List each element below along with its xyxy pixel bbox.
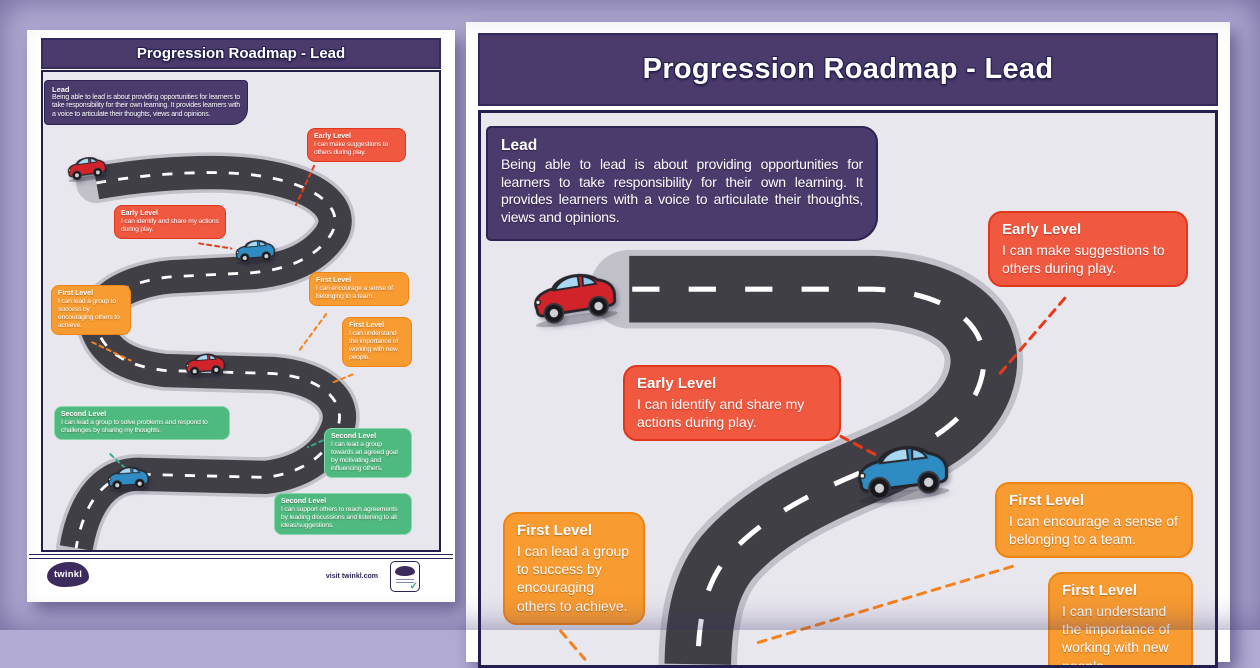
connector-line xyxy=(994,296,1067,380)
connector-line xyxy=(754,564,1014,645)
callout-level: Second Level xyxy=(331,433,377,440)
intro-heading: Lead xyxy=(501,137,538,154)
intro-body: Being able to lead is about providing op… xyxy=(501,156,863,225)
callout-text: I can lead a group to success by encoura… xyxy=(517,543,630,614)
blue-car-icon xyxy=(103,459,152,494)
footer-divider xyxy=(29,554,453,559)
callout-first-lead-group: First Level I can lead a group to succes… xyxy=(51,285,131,336)
connector-line xyxy=(294,164,316,207)
callout-text: I can identify and share my actions duri… xyxy=(121,218,219,234)
callout-early-suggestions: Early Level I can make suggestions to ot… xyxy=(988,211,1188,288)
blue-car-icon xyxy=(841,429,960,508)
connector-line xyxy=(559,629,587,661)
badge-text-lines xyxy=(396,579,414,585)
connector-line xyxy=(91,341,132,362)
callout-text: I can lead a group towards an agreed goa… xyxy=(331,441,398,473)
callout-first-belonging: First Level I can encourage a sense of b… xyxy=(995,482,1193,559)
callout-level: First Level xyxy=(316,277,352,284)
badge-logo-icon xyxy=(395,566,415,576)
check-icon: ✓ xyxy=(409,581,418,592)
callout-early-identify: Early Level I can identify and share my … xyxy=(623,365,841,442)
callout-text: I can identify and share my actions duri… xyxy=(637,396,805,431)
poster-title: Progression Roadmap - Lead xyxy=(136,45,346,62)
poster-page-zoomed: Progression Roadmap - Lead Lead Being ab… xyxy=(466,22,1230,668)
callout-text: I can make suggestions to others during … xyxy=(314,141,388,157)
callout-level: First Level xyxy=(58,290,94,297)
callout-level: Early Level xyxy=(121,210,158,217)
connector-line xyxy=(296,313,328,354)
intro-box: Lead Being able to lead is about providi… xyxy=(486,126,878,241)
callout-level: First Level xyxy=(1062,582,1138,599)
callout-first-new-people: First Level I can understand the importa… xyxy=(342,317,412,368)
connector-line xyxy=(331,373,354,384)
callout-text: I can encourage a sense of belonging to … xyxy=(1009,513,1178,548)
poster-page-full: Progression Roadmap - Lead Lead Being ab… xyxy=(27,30,455,602)
red-car-icon xyxy=(62,149,110,185)
callout-early-suggestions: Early Level I can make suggestions to ot… xyxy=(307,128,406,163)
red-car-icon xyxy=(181,346,228,380)
callout-first-lead-group: First Level I can lead a group to succes… xyxy=(503,512,645,625)
twinkl-logo: twinkl xyxy=(47,562,89,587)
callout-second-agreements: Second Level I can support others to rea… xyxy=(274,493,412,536)
poster-title: Progression Roadmap - Lead xyxy=(642,53,1054,85)
callout-second-goal: Second Level I can lead a group towards … xyxy=(324,428,412,479)
blue-car-icon xyxy=(231,233,278,267)
connector-line xyxy=(198,242,233,250)
poster-title-bar: Progression Roadmap - Lead xyxy=(41,38,441,69)
callout-level: First Level xyxy=(517,522,593,539)
callout-text: I can encourage a sense of belonging to … xyxy=(316,285,393,301)
callout-second-solve: Second Level I can lead a group to solve… xyxy=(54,406,230,441)
callout-level: Early Level xyxy=(314,133,351,140)
callout-level: First Level xyxy=(1009,492,1085,509)
connector-line xyxy=(839,434,877,457)
callout-text: I can support others to reach agreements… xyxy=(281,506,398,530)
callout-level: First Level xyxy=(349,322,385,329)
poster-title-bar: Progression Roadmap - Lead xyxy=(478,33,1218,106)
poster-content-area: Lead Being able to lead is about providi… xyxy=(41,70,441,552)
callout-text: I can lead a group to success by encoura… xyxy=(58,298,120,330)
visit-twinkl-link: visit twinkl.com xyxy=(325,573,378,580)
callout-first-belonging: First Level I can encourage a sense of b… xyxy=(309,272,409,307)
twinkl-quality-badge: ✓ xyxy=(390,561,420,592)
poster-content-area: Lead Being able to lead is about providi… xyxy=(478,110,1218,668)
callout-level: Second Level xyxy=(281,498,327,505)
preview-backdrop: Progression Roadmap - Lead Lead Being ab… xyxy=(27,22,1230,668)
callout-first-new-people: First Level I can understand the importa… xyxy=(1048,572,1193,668)
callout-level: Early Level xyxy=(637,375,717,392)
callout-text: I can understand the importance of worki… xyxy=(1062,603,1171,668)
intro-body: Being able to lead is about providing op… xyxy=(52,94,240,118)
callout-early-identify: Early Level I can identify and share my … xyxy=(114,205,226,240)
callout-text: I can understand the importance of worki… xyxy=(349,330,399,362)
callout-level: Second Level xyxy=(61,411,107,418)
callout-text: I can lead a group to solve problems and… xyxy=(61,419,208,435)
intro-box: Lead Being able to lead is about providi… xyxy=(44,80,248,126)
twinkl-logo-text: twinkl xyxy=(53,569,83,580)
intro-heading: Lead xyxy=(52,85,70,94)
callout-text: I can make suggestions to others during … xyxy=(1002,242,1165,277)
callout-level: Early Level xyxy=(1002,221,1082,238)
